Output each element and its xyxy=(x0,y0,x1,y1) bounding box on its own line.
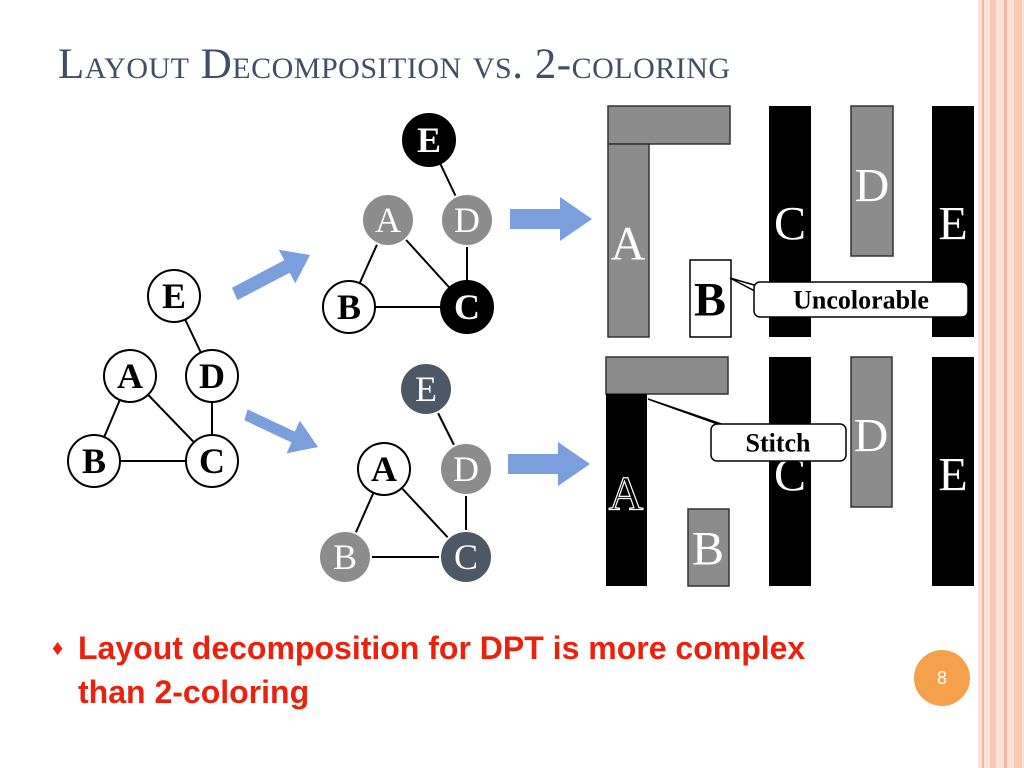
top-layout: A B C D E Uncolorable xyxy=(607,105,974,338)
svg-text:A: A xyxy=(609,468,644,521)
top-node-d: D xyxy=(440,193,494,247)
bottom-block-c: C xyxy=(769,357,811,586)
top-node-e: E xyxy=(402,113,456,167)
top-block-b: B xyxy=(689,259,732,338)
svg-text:D: D xyxy=(854,410,889,463)
svg-text:E: E xyxy=(415,369,437,409)
original-node-e: E xyxy=(147,269,201,323)
bottom-block-d: D xyxy=(850,356,893,508)
arrow-to-top-coloring xyxy=(232,249,310,301)
svg-text:E: E xyxy=(162,276,186,316)
bottom-node-c: C xyxy=(439,530,493,584)
top-node-c: C xyxy=(440,280,494,334)
bottom-layout: A B C D E Stitch xyxy=(605,356,974,587)
original-node-d: D xyxy=(185,349,239,403)
bottom-block-b: B xyxy=(687,508,730,587)
right-edge-decoration xyxy=(978,0,1024,768)
arrow-to-top-layout xyxy=(510,197,592,241)
svg-text:Uncolorable: Uncolorable xyxy=(793,286,929,315)
original-node-c: C xyxy=(185,434,239,488)
svg-text:A: A xyxy=(611,218,646,271)
stitch-callout: Stitch xyxy=(647,398,847,462)
svg-text:D: D xyxy=(855,160,890,213)
svg-text:Stitch: Stitch xyxy=(746,429,812,458)
bottom-coloring-graph: E A D B C xyxy=(318,362,493,584)
svg-text:B: B xyxy=(694,274,726,327)
svg-text:C: C xyxy=(774,198,806,251)
top-coloring-graph: E A D B C xyxy=(322,113,494,334)
bullet-point: ♦ Layout decomposition for DPT is more c… xyxy=(52,626,872,714)
page-number: 8 xyxy=(936,667,947,688)
top-node-a: A xyxy=(361,193,415,247)
svg-text:B: B xyxy=(692,523,724,576)
svg-text:E: E xyxy=(938,198,967,251)
svg-text:B: B xyxy=(333,537,357,577)
svg-text:E: E xyxy=(938,449,967,502)
bottom-node-d: D xyxy=(439,442,493,496)
bottom-block-a: A xyxy=(605,356,729,586)
arrow-to-bottom-coloring xyxy=(244,409,318,454)
uncolorable-callout: Uncolorable xyxy=(729,277,969,318)
svg-text:A: A xyxy=(371,449,397,489)
bottom-block-e: E xyxy=(932,357,974,586)
page-number-badge: 8 xyxy=(914,650,970,706)
svg-text:D: D xyxy=(454,200,480,240)
bottom-node-e: E xyxy=(399,362,453,416)
bottom-node-a: A xyxy=(357,442,411,496)
svg-text:C: C xyxy=(454,537,478,577)
original-node-b: B xyxy=(67,434,121,488)
svg-text:B: B xyxy=(337,287,361,327)
bottom-node-b: B xyxy=(318,530,372,584)
top-block-d: D xyxy=(850,105,894,257)
diamond-bullet-icon: ♦ xyxy=(52,635,64,660)
arrow-to-bottom-layout xyxy=(508,442,590,486)
top-node-b: B xyxy=(322,280,376,334)
svg-text:D: D xyxy=(453,449,479,489)
svg-text:E: E xyxy=(417,120,441,160)
svg-text:B: B xyxy=(82,441,106,481)
slide-title: Layout Decomposition vs. 2-coloring xyxy=(58,41,731,88)
original-node-a: A xyxy=(103,349,157,403)
original-graph: E A D B C xyxy=(67,269,239,488)
svg-text:C: C xyxy=(454,287,480,327)
svg-text:C: C xyxy=(199,441,225,481)
top-block-a: A xyxy=(607,105,731,338)
svg-text:A: A xyxy=(117,356,143,396)
svg-text:D: D xyxy=(199,356,225,396)
bullet-text: Layout decomposition for DPT is more com… xyxy=(78,630,806,710)
svg-text:A: A xyxy=(375,200,401,240)
